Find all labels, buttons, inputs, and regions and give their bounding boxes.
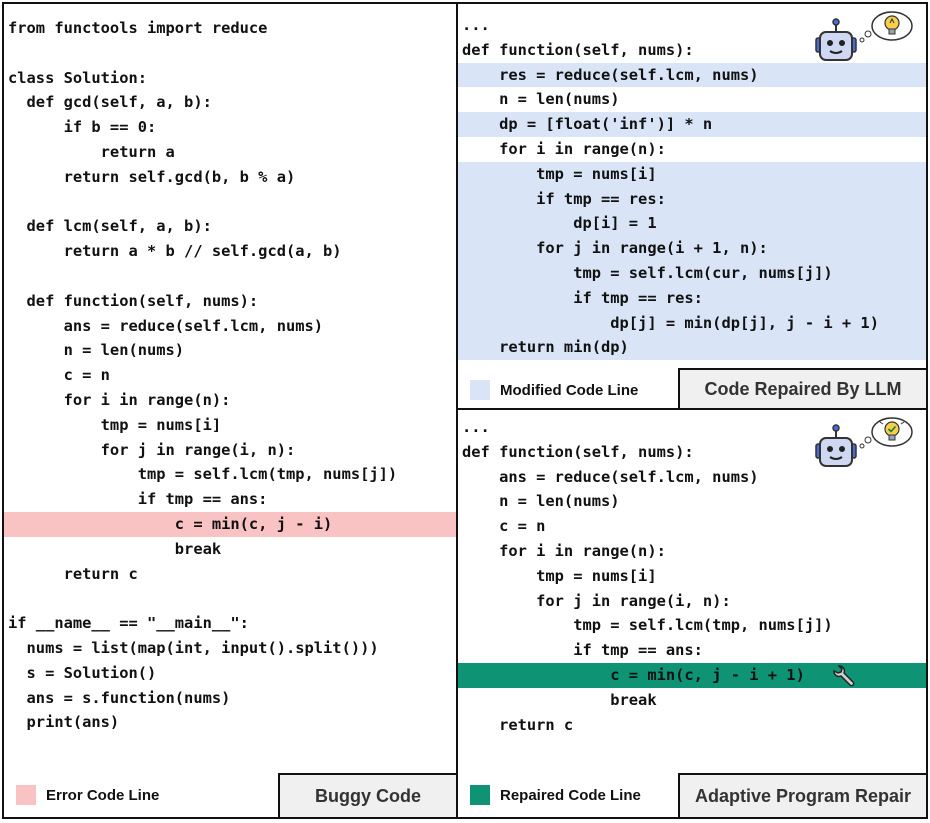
robot-icon [815,11,913,61]
repaired-swatch [470,785,490,805]
code-line: def function(self, nums): [462,442,694,461]
code-line: if __name__ == "__main__": [8,614,249,633]
code-line: def gcd(self, a, b): [8,93,212,112]
modified-code-line: tmp = nums[i] [458,161,926,187]
code-line: def function(self, nums): [8,291,259,310]
repaired-legend: Repaired Code Line [470,785,641,805]
modified-legend: Modified Code Line [470,380,638,400]
code-line: break [8,539,222,558]
code-line: for j in range(i, n): [8,440,296,459]
code-line: if tmp == ans: [8,490,268,509]
code-line: break [462,690,657,709]
robot-icon [815,417,913,467]
code-line: if b == 0: [8,118,157,137]
code-line: tmp = nums[i] [8,415,222,434]
repaired-legend-label: Repaired Code Line [500,786,641,804]
modified-code-line: dp[i] = 1 [458,211,926,237]
code-line: return a * b // self.gcd(a, b) [8,242,342,261]
modified-code-line: for j in range(i + 1, n): [458,236,926,261]
code-line: from functools import reduce [8,19,268,37]
robot-success-group [806,416,916,490]
code-line: return a [8,142,175,161]
modified-swatch [470,380,490,400]
error-swatch [16,785,36,805]
modified-legend-label: Modified Code Line [500,381,639,399]
code-line: print(ans) [8,713,120,732]
code-line: nums = list(map(int, input().split())) [8,638,379,657]
modified-code-line: return min(dp) [458,335,926,361]
buggy-code-panel: from functools import reduce class Solut… [2,2,458,819]
code-line [4,190,456,215]
llm-repair-tag: Code Repaired By LLM [678,368,926,408]
error-code-line: c = min(c, j - i) [4,511,456,537]
code-line: def lcm(self, a, b): [8,217,212,236]
code-line: ans = s.function(nums) [8,688,231,707]
wrench-icon [833,665,855,687]
lightbulb-icon [879,421,905,441]
code-line [4,41,456,66]
code-line: for j in range(i, n): [462,591,731,610]
code-line: for i in range(n): [462,541,666,560]
apr-tag: Adaptive Program Repair [678,773,926,817]
code-line: tmp = self.lcm(tmp, nums[j]) [462,616,833,635]
code-line: s = Solution() [8,663,157,682]
llm-code-block: ... def function(self, nums): res = redu… [458,13,926,361]
code-line: return c [8,564,138,583]
buggy-code-tag: Buggy Code [278,773,456,817]
code-line: return self.gcd(b, b % a) [8,167,296,186]
code-line: return c [462,715,574,734]
modified-code-line: tmp = self.lcm(cur, nums[j]) [458,260,926,286]
code-line: for i in range(n): [462,139,666,158]
repaired-code-text: c = min(c, j - i + 1) [462,665,805,684]
code-line: ans = reduce(self.lcm, nums) [8,316,324,335]
code-line: n = len(nums) [462,90,620,109]
robot-thinking-group [806,10,916,84]
code-line: ... [462,418,490,436]
code-line: tmp = nums[i] [462,566,657,585]
modified-code-line: dp = [float('inf')] * n [458,112,926,137]
modified-code-line: res = reduce(self.lcm, nums) [458,62,926,88]
repaired-code-line: c = min(c, j - i + 1) [458,662,926,688]
error-legend-label: Error Code Line [46,786,160,804]
modified-code-line: if tmp == res: [458,285,926,311]
llm-repair-panel: ... def function(self, nums): res = redu… [456,2,928,410]
code-line: def function(self, nums): [462,40,694,59]
modified-code-line: dp[j] = min(dp[j], j - i + 1) [458,310,926,336]
apr-code-block: ... def function(self, nums): ans = redu… [458,415,926,737]
code-line: n = len(nums) [8,341,185,360]
code-line: c = n [8,366,110,385]
code-line [4,264,456,289]
code-line: n = len(nums) [462,492,620,511]
code-line: ... [462,16,490,34]
lightbulb-icon [884,15,900,35]
error-legend: Error Code Line [16,785,159,805]
code-line [4,586,456,611]
code-line: if tmp == ans: [462,641,703,660]
buggy-code-block: from functools import reduce class Solut… [4,16,456,735]
apr-panel: ... def function(self, nums): ans = redu… [456,408,928,819]
code-line: class Solution: [8,68,147,87]
code-line: ans = reduce(self.lcm, nums) [462,467,759,486]
code-line: c = n [462,517,546,536]
code-line: tmp = self.lcm(tmp, nums[j]) [8,465,398,484]
code-line: for i in range(n): [8,390,231,409]
modified-code-line: if tmp == res: [458,186,926,212]
